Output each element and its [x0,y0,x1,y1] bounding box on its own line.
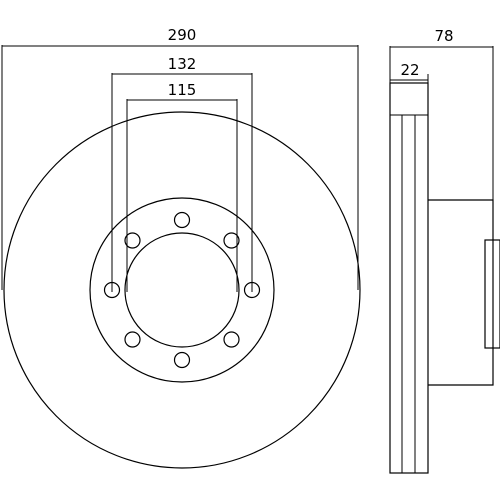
hub-circle [89,197,275,383]
bolt-hole [173,211,191,229]
dimension-total-thickness: 78 [389,27,494,200]
bolt-hole [124,331,141,348]
center-bore [124,232,240,348]
bolt-hole [173,351,191,369]
bolt-holes [103,211,261,369]
dimension-outer-diameter: 290 [1,26,359,290]
total-thickness-label: 78 [434,27,453,45]
side-view [389,82,500,474]
disc-thickness-label: 22 [400,61,419,79]
hub-flange [484,239,500,349]
bolt-circle-label: 132 [168,55,197,73]
bolt-hole [124,232,141,249]
outer-diameter-label: 290 [168,26,197,44]
bolt-hole [223,331,240,348]
hub-section [428,199,494,386]
front-view [3,111,361,469]
disc-section [389,82,429,474]
dimension-center-bore: 115 [126,81,238,292]
bolt-hole [223,232,240,249]
outer-rim [3,111,361,469]
dimension-bolt-circle: 132 [111,55,253,292]
center-bore-label: 115 [168,81,197,99]
dimension-disc-thickness: 22 [390,61,429,83]
